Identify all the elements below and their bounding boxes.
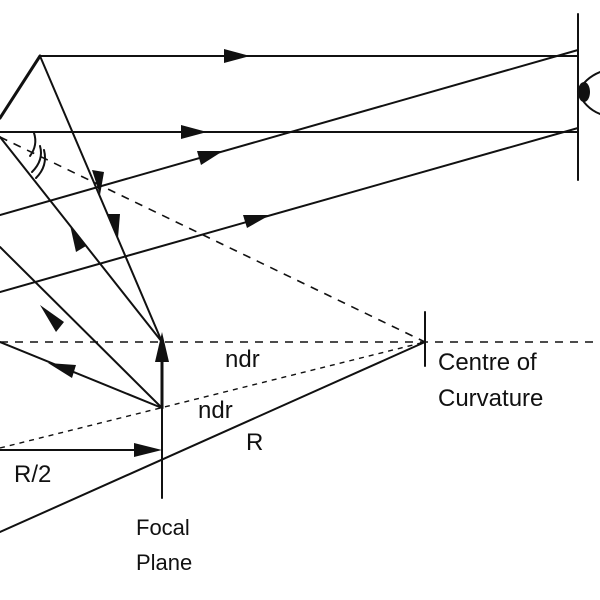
arrow-focal-up-left-1 [40, 305, 64, 332]
angle-arc-2 [31, 145, 42, 173]
arrow-mid-horizontal [181, 125, 207, 139]
arrow-top-horizontal [224, 49, 250, 63]
dashed-mirror-to-centre [0, 136, 426, 343]
arrow-focal-vertical [155, 332, 169, 362]
arrow-focal-up-left-2 [48, 363, 76, 378]
label-centre-line2: Curvature [438, 385, 543, 412]
label-centre-line1: Centre of [438, 349, 537, 376]
ray-focal-up-left-2 [0, 341, 163, 409]
arrow-mirror-to-focal-a [92, 170, 104, 195]
ray-diagonal-lower [0, 127, 579, 293]
label-focal-line1: Focal [136, 515, 190, 540]
arrow-diagonal-upper [197, 151, 223, 165]
label-ndr-upper: ndr [225, 346, 260, 373]
angle-arc-1 [29, 132, 37, 157]
label-ndr-lower: ndr [198, 397, 233, 424]
arrow-mirror-low-to-focal [70, 225, 86, 252]
arrow-r-half [134, 443, 162, 457]
dashed-ndr-line [0, 341, 426, 449]
radius-line [0, 341, 426, 533]
label-r: R [246, 429, 263, 456]
label-focal-line2: Plane [136, 550, 192, 575]
mirror-edge [0, 54, 42, 120]
ray-focal-up-left-1 [0, 246, 163, 409]
label-r-half: R/2 [14, 461, 51, 488]
ray-mirror-to-focal [39, 55, 163, 343]
arrow-diagonal-lower [243, 215, 270, 228]
arrow-mirror-to-focal-b [108, 214, 120, 238]
angle-arc-3 [35, 149, 46, 179]
eye-icon [576, 71, 600, 115]
